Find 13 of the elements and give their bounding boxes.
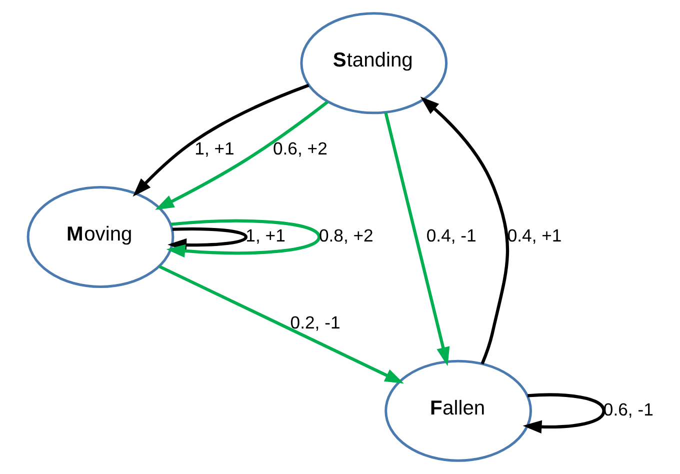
edge-label: 0.8, +2 <box>318 226 373 246</box>
arrow <box>420 96 509 364</box>
edge-label: 0.2, -1 <box>290 312 340 333</box>
arrow <box>132 84 309 197</box>
edge-label: 0.4, -1 <box>426 226 476 246</box>
edge-label: 0.4, +1 <box>506 226 562 246</box>
arrow <box>154 100 328 210</box>
edge-label: 1, +1 <box>194 138 234 159</box>
arrow <box>522 393 605 434</box>
arrow <box>384 112 450 366</box>
edge-label: 0.6, +2 <box>272 138 327 159</box>
arrow <box>158 264 404 384</box>
edge-label: 1, +1 <box>245 226 285 246</box>
